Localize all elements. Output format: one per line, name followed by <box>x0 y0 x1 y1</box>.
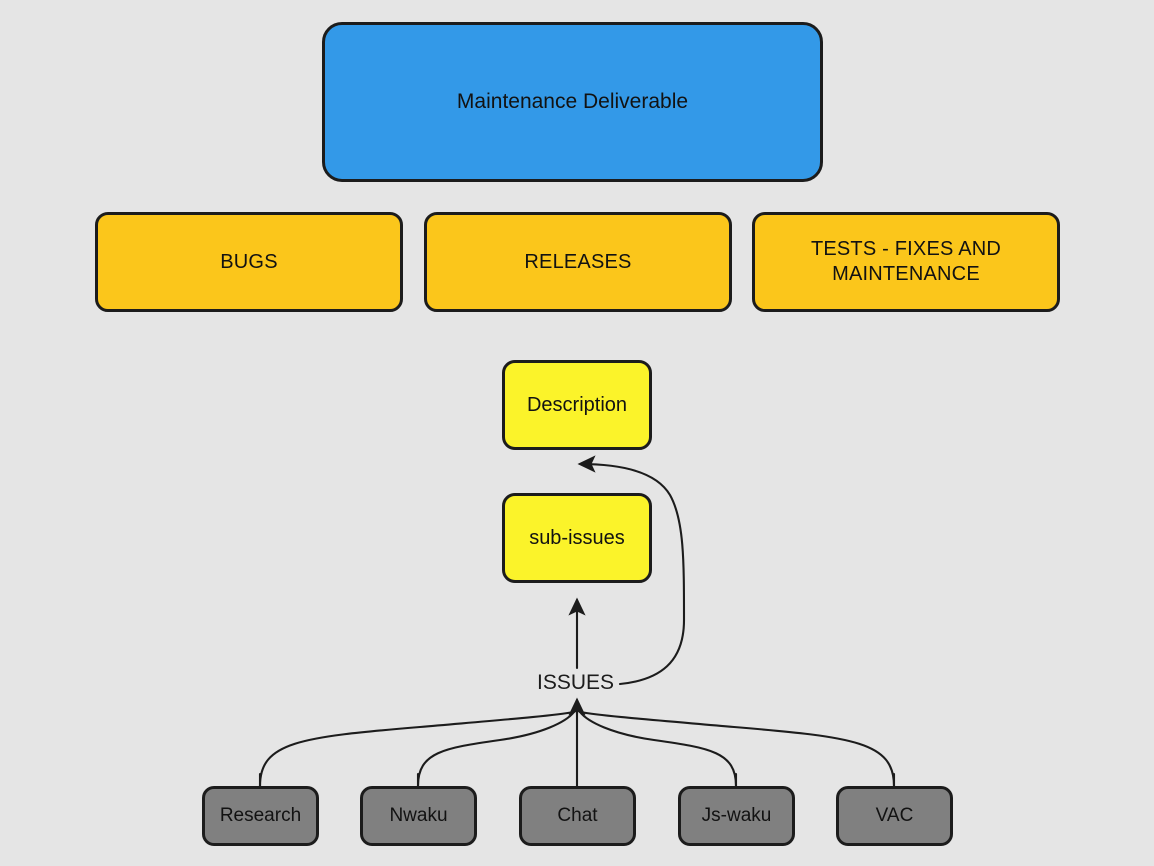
edge-vac-to-issues <box>578 710 896 788</box>
edge-nwaku-to-issues <box>416 710 576 788</box>
node-source-research[interactable]: Research <box>202 786 319 846</box>
node-sub-issues[interactable]: sub-issues <box>502 493 652 583</box>
node-label-vac: VAC <box>875 805 914 827</box>
edge-label-issues: ISSUES <box>535 671 617 695</box>
node-label-description: Description <box>526 393 628 416</box>
node-source-vac[interactable]: VAC <box>836 786 953 846</box>
node-source-nwaku[interactable]: Nwaku <box>360 786 477 846</box>
node-label-js-waku: Js-waku <box>701 805 772 827</box>
node-category-bugs[interactable]: BUGS <box>95 212 403 312</box>
node-source-chat[interactable]: Chat <box>519 786 636 846</box>
edge-research-to-issues <box>258 710 576 788</box>
node-label-chat: Chat <box>557 805 598 827</box>
node-category-releases[interactable]: RELEASES <box>424 212 732 312</box>
node-description[interactable]: Description <box>502 360 652 450</box>
node-label-research: Research <box>219 805 302 827</box>
node-label-deliverable: Maintenance Deliverable <box>456 89 689 113</box>
node-maintenance-deliverable[interactable]: Maintenance Deliverable <box>322 22 823 182</box>
node-label-sub-issues: sub-issues <box>529 526 625 549</box>
node-source-js-waku[interactable]: Js-waku <box>678 786 795 846</box>
edge-jswaku-to-issues <box>578 710 738 788</box>
node-label-nwaku: Nwaku <box>389 805 448 827</box>
node-label-releases: RELEASES <box>524 250 632 273</box>
node-label-tests-fixes-and-maintenance: TESTS - FIXES AND MAINTENANCE <box>810 238 1002 285</box>
node-category-tests-fixes-and-maintenance[interactable]: TESTS - FIXES AND MAINTENANCE <box>752 212 1060 312</box>
node-label-bugs: BUGS <box>220 250 278 273</box>
